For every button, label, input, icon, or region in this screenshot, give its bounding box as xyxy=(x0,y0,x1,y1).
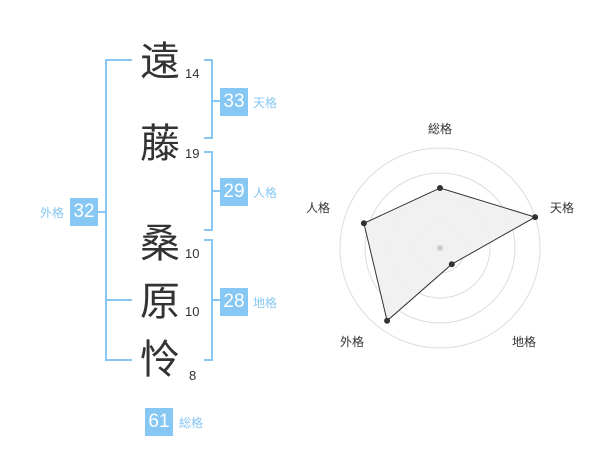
name-char-1-strokes: 14 xyxy=(185,66,200,81)
radar-point-4 xyxy=(384,317,391,324)
name-char-1: 遠 xyxy=(140,39,180,85)
gaikaku-label: 外格 xyxy=(40,206,65,220)
radar-label-soukaku: 総格 xyxy=(428,121,452,136)
soukaku-label: 総格 xyxy=(179,416,204,430)
radar-labels: 総格 天格 地格 外格 人格 xyxy=(306,121,574,349)
radar-ring xyxy=(339,147,541,349)
name-char-5-strokes: 8 xyxy=(189,368,197,383)
radar-point-3 xyxy=(448,261,455,268)
radar-chart: 総格 天格 地格 外格 人格 xyxy=(306,121,574,349)
name-char-4-strokes: 10 xyxy=(185,304,200,319)
radar-label-chikaku: 地格 xyxy=(512,334,536,349)
radar-label-jinkaku: 人格 xyxy=(306,200,330,215)
chikaku-label: 地格 xyxy=(253,296,278,310)
soukaku-value: 61 xyxy=(145,408,173,436)
radar-points xyxy=(360,185,539,324)
name-char-4: 原 xyxy=(140,279,180,325)
name-char-5: 怜 xyxy=(140,337,180,383)
jinkaku-label: 人格 xyxy=(253,186,278,200)
chikaku-value: 28 xyxy=(220,288,248,316)
bracket-lines xyxy=(98,59,220,361)
tenkaku-bracket xyxy=(204,59,213,139)
name-char-3: 桑 xyxy=(140,221,180,267)
radar-label-gaikaku: 外格 xyxy=(340,334,364,349)
radar-center-dot xyxy=(437,245,443,251)
gaikaku-bracket xyxy=(105,59,132,361)
radar-point-5 xyxy=(360,220,367,227)
jinkaku-bracket xyxy=(204,151,213,231)
radar-point-1 xyxy=(437,185,443,191)
jinkaku-value: 29 xyxy=(220,178,248,206)
gaikaku-value: 32 xyxy=(70,198,98,226)
tenkaku-value: 33 xyxy=(220,88,248,116)
radar-label-tenkaku: 天格 xyxy=(550,200,574,215)
name-char-2-strokes: 19 xyxy=(185,146,200,161)
radar-point-2 xyxy=(532,214,539,221)
name-char-2: 藤 xyxy=(140,121,180,167)
tenkaku-label: 天格 xyxy=(253,96,278,110)
radar-ring xyxy=(364,172,516,324)
radar-area xyxy=(363,187,537,322)
name-char-3-strokes: 10 xyxy=(185,246,200,261)
chikaku-bracket xyxy=(204,239,213,361)
